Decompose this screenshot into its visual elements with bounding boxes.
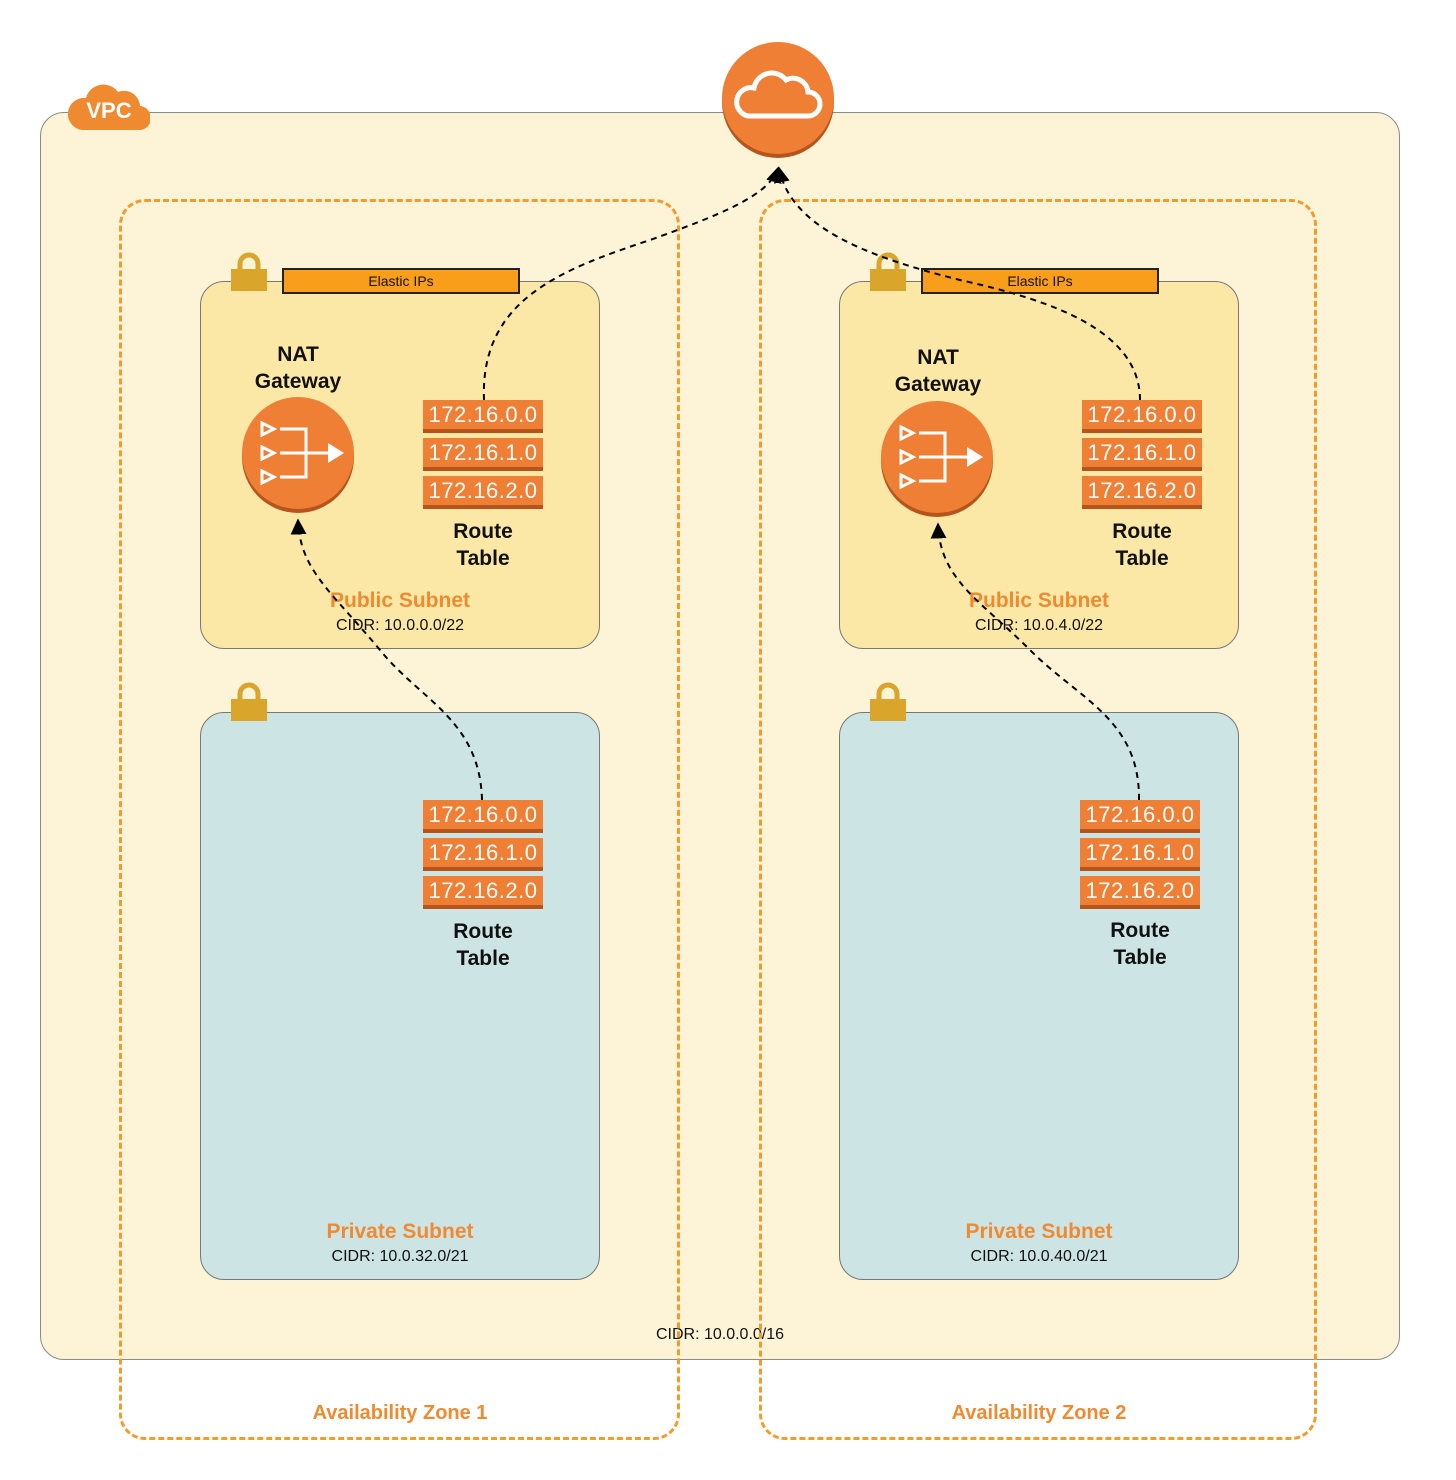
vpc-cidr: CIDR: 10.0.0.0/16 (655, 1326, 785, 1343)
az1-label: Availability Zone 1 (312, 1402, 488, 1424)
subnet-title: Private Subnet (965, 1220, 1113, 1243)
lock-icon (870, 252, 906, 291)
lock-icon (231, 682, 267, 721)
route-table-label: Route Table (453, 520, 513, 570)
route-entry: 172.16.2.0 (1080, 876, 1200, 909)
subnet-title: Public Subnet (329, 589, 470, 612)
elastic-ips-label: Elastic IPs (282, 268, 520, 294)
subnet-title: Private Subnet (326, 1220, 474, 1243)
route-entry: 172.16.0.0 (1080, 800, 1200, 833)
route-table-label: Route Table (1110, 919, 1170, 969)
availability-zone-1 (119, 199, 680, 1440)
route-entry: 172.16.1.0 (1080, 838, 1200, 871)
subnet-cidr: CIDR: 10.0.0.0/22 (335, 617, 465, 634)
private-subnet-1 (200, 712, 600, 1280)
subnet-cidr: CIDR: 10.0.32.0/21 (331, 1248, 469, 1265)
nat-gateway-icon (242, 397, 354, 513)
route-table-label: Route Table (453, 920, 513, 970)
vpc-badge-label: VPC (86, 98, 132, 123)
az2-label: Availability Zone 2 (951, 1402, 1127, 1424)
route-table-public-2: 172.16.0.0 172.16.1.0 172.16.2.0 (1082, 400, 1202, 514)
nat-gateway-label: NAT Gateway (254, 343, 342, 393)
subnet-cidr: CIDR: 10.0.40.0/21 (970, 1248, 1108, 1265)
nat-gateway-label: NAT Gateway (894, 346, 982, 396)
internet-gateway-cloud-icon (722, 42, 834, 158)
private-subnet-2 (839, 712, 1239, 1280)
vpc-cloud-icon (68, 84, 150, 131)
route-entry: 172.16.2.0 (1082, 476, 1202, 509)
subnet-cidr: CIDR: 10.0.4.0/22 (974, 617, 1104, 634)
route-entry: 172.16.0.0 (423, 400, 543, 433)
route-entry: 172.16.2.0 (423, 476, 543, 509)
route-entry: 172.16.0.0 (423, 800, 543, 833)
elastic-ips-label: Elastic IPs (921, 268, 1159, 294)
route-entry: 172.16.1.0 (423, 438, 543, 471)
route-table-label: Route Table (1112, 520, 1172, 570)
route-table-private-1: 172.16.0.0 172.16.1.0 172.16.2.0 (423, 800, 543, 914)
lock-icon (870, 682, 906, 721)
subnet-title: Public Subnet (968, 589, 1109, 612)
route-entry: 172.16.1.0 (1082, 438, 1202, 471)
lock-icon (231, 252, 267, 291)
route-entry: 172.16.0.0 (1082, 400, 1202, 433)
route-table-public-1: 172.16.0.0 172.16.1.0 172.16.2.0 (423, 400, 543, 514)
route-entry: 172.16.2.0 (423, 876, 543, 909)
route-table-private-2: 172.16.0.0 172.16.1.0 172.16.2.0 (1080, 800, 1200, 914)
route-entry: 172.16.1.0 (423, 838, 543, 871)
nat-gateway-icon (881, 401, 993, 517)
